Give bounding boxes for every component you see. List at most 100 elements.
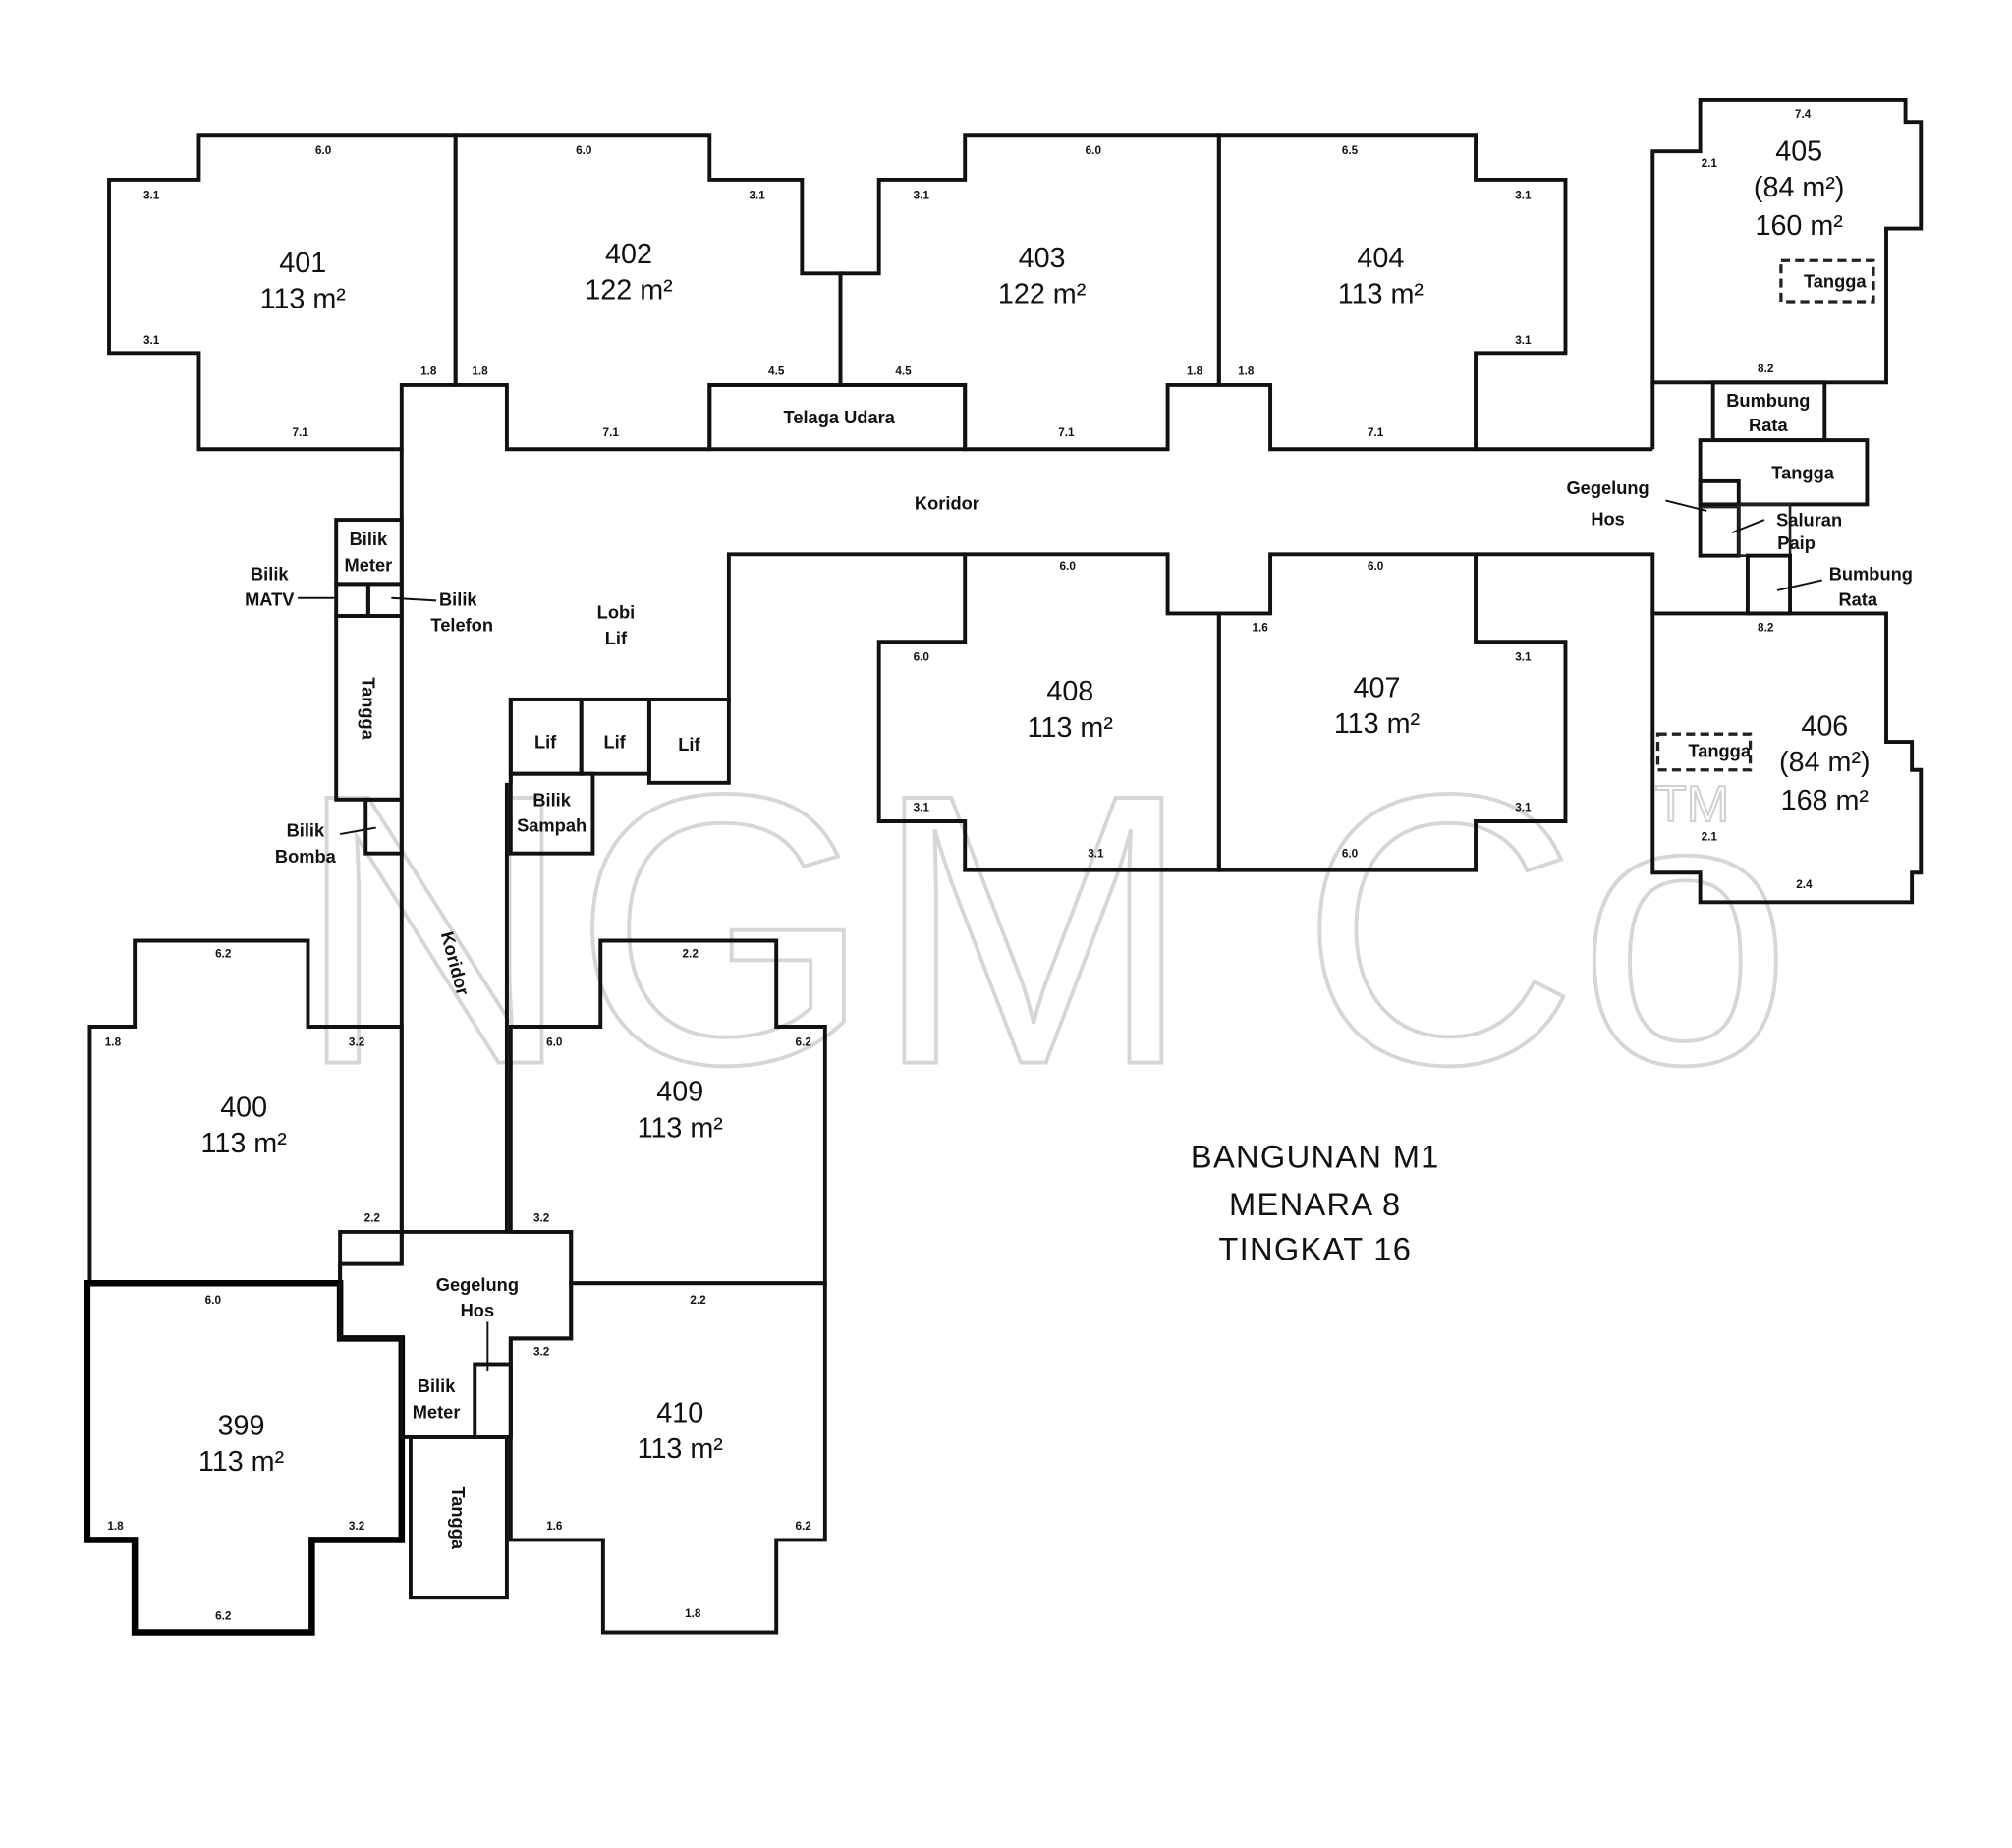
unit-400-area: 113 m² <box>201 1128 288 1159</box>
unit-406-number: 406 <box>1801 711 1848 743</box>
dimension-label: 2.1 <box>1702 831 1718 844</box>
dimension-label: 7.1 <box>1058 426 1075 439</box>
dimension-label: 6.2 <box>215 947 232 960</box>
lif-2-label: Lif <box>603 732 626 753</box>
dimension-label: 3.1 <box>1088 848 1104 861</box>
dimension-label: 2.1 <box>1702 157 1718 170</box>
unit-410-outline <box>508 1281 827 1635</box>
tangga-left-label: Tangga <box>358 677 378 740</box>
dimension-label: 3.1 <box>749 190 765 202</box>
dimension-label: 1.8 <box>105 1036 122 1049</box>
dimension-label: 1.8 <box>1187 364 1203 377</box>
bumbung-rata-label-2: Rata <box>1749 415 1788 435</box>
bilik-bomba-box <box>363 797 404 856</box>
dimension-label: 4.5 <box>768 364 785 377</box>
bilik-matv-label-2: MATV <box>245 589 295 610</box>
dimension-label: 3.1 <box>914 190 930 202</box>
dimension-label: 7.4 <box>1795 108 1812 121</box>
gegelung-hos-label-2: Hos <box>461 1300 495 1320</box>
arrow <box>1776 579 1822 591</box>
unit-407-number: 407 <box>1354 672 1401 703</box>
bilik-bomba-label-2: Bomba <box>275 846 337 867</box>
unit-405-sub-area: (84 m²) <box>1754 172 1845 203</box>
saluran-paip-label: Saluran <box>1776 510 1842 531</box>
title-building: BANGUNAN M1 <box>1191 1139 1440 1175</box>
lobi-lif-label: Lif <box>605 628 628 648</box>
bilik-meter-bottom-label: Bilik <box>418 1375 456 1396</box>
unit-399-number: 399 <box>218 1410 265 1441</box>
dimension-label: 3.2 <box>349 1520 365 1533</box>
unit-401-area: 113 m² <box>260 284 347 315</box>
watermark: NGM Co TM <box>293 713 1794 1148</box>
dimension-label: 1.8 <box>107 1520 124 1533</box>
dimension-label: 3.1 <box>1515 334 1532 347</box>
dimension-label: 6.0 <box>1060 560 1077 573</box>
dimension-labels: 6.0 3.1 3.1 7.1 1.8 1.8 6.0 3.1 4.5 7.1 1.8 1.8 7.1 6… <box>105 108 1813 1622</box>
arrow <box>1731 519 1765 534</box>
bumbung-rata-2-label-2: Rata <box>1838 589 1877 610</box>
dimension-label: 6.2 <box>215 1609 232 1622</box>
dimension-label: 6.5 <box>1342 144 1359 157</box>
bumbung-rata-label: Bumbung <box>1726 390 1810 411</box>
dimension-label: 3.1 <box>914 802 930 814</box>
tangga-bottom-label: Tangga <box>448 1486 469 1549</box>
bilik-meter-label-2: Meter <box>344 554 392 575</box>
dimension-label: 1.8 <box>685 1607 701 1620</box>
bumbung-rata-2-label: Bumbung <box>1829 563 1913 584</box>
arrow <box>339 826 376 836</box>
dimension-label: 7.1 <box>603 426 620 439</box>
bilik-sampah-label-2: Sampah <box>517 814 587 835</box>
dimension-label: 3.2 <box>533 1212 550 1225</box>
lif-3-label: Lif <box>678 734 700 755</box>
dimension-label: 6.2 <box>795 1036 811 1049</box>
unit-403-area: 122 m² <box>998 278 1087 309</box>
dimension-label: 6.2 <box>795 1520 811 1533</box>
bilik-matv-box <box>334 582 370 618</box>
dimension-label: 2.4 <box>1796 878 1813 891</box>
unit-410-number: 410 <box>656 1397 703 1428</box>
dimension-label: 6.0 <box>205 1294 222 1307</box>
unit-406-area: 168 m² <box>1781 785 1870 816</box>
dimension-label: 1.8 <box>420 364 437 377</box>
unit-407-area: 113 m² <box>1334 708 1421 740</box>
bilik-telefon-label-2: Telefon <box>430 615 493 636</box>
unit-404-area: 113 m² <box>1338 278 1425 309</box>
bumbung-rata-box-2 <box>1745 553 1792 616</box>
dimension-label: 1.6 <box>1252 622 1268 635</box>
watermark-text: NGM Co <box>295 715 1792 1146</box>
dimension-label: 6.0 <box>546 1036 563 1049</box>
lif-3-box <box>646 697 731 785</box>
unit-408-outline <box>876 552 1221 872</box>
tangga-405-box <box>1779 258 1875 304</box>
gegelung-hos-label: Gegelung <box>436 1274 519 1295</box>
unit-406-outline <box>1650 611 1924 905</box>
telaga-udara-label: Telaga Udara <box>784 407 896 427</box>
unit-402-number: 402 <box>605 239 652 270</box>
gegelung-hos-right-label-2: Hos <box>1591 508 1625 529</box>
unit-405-area: 160 m² <box>1755 210 1843 242</box>
dimension-label: 3.1 <box>1515 651 1532 664</box>
dimension-label: 1.8 <box>1238 364 1255 377</box>
dimension-label: 2.2 <box>364 1212 381 1225</box>
dimension-label: 3.1 <box>1515 802 1532 814</box>
dimension-label: 6.0 <box>1342 848 1359 861</box>
dimension-label: 2.2 <box>690 1294 706 1307</box>
tangga-right-label: Tangga <box>1771 462 1834 482</box>
unit-409-area: 113 m² <box>638 1112 724 1144</box>
unit-405-number: 405 <box>1775 136 1822 167</box>
dimension-label: 1.8 <box>472 364 488 377</box>
dimension-label: 6.0 <box>1086 144 1102 157</box>
dimension-label: 3.2 <box>349 1036 365 1049</box>
bilik-meter-label: Bilik <box>350 529 388 549</box>
bilik-telefon-label: Bilik <box>439 589 477 610</box>
dimension-label: 7.1 <box>1368 426 1384 439</box>
title-tower: MENARA 8 <box>1229 1186 1402 1222</box>
dimension-label: 3.2 <box>533 1345 550 1358</box>
unit-405-outline <box>1650 98 1924 385</box>
dimension-label: 3.1 <box>143 334 160 347</box>
unit-403-number: 403 <box>1019 243 1066 274</box>
tangga-406-box <box>1655 732 1753 772</box>
dimension-label: 6.0 <box>914 651 930 664</box>
unit-408-area: 113 m² <box>1028 712 1114 744</box>
